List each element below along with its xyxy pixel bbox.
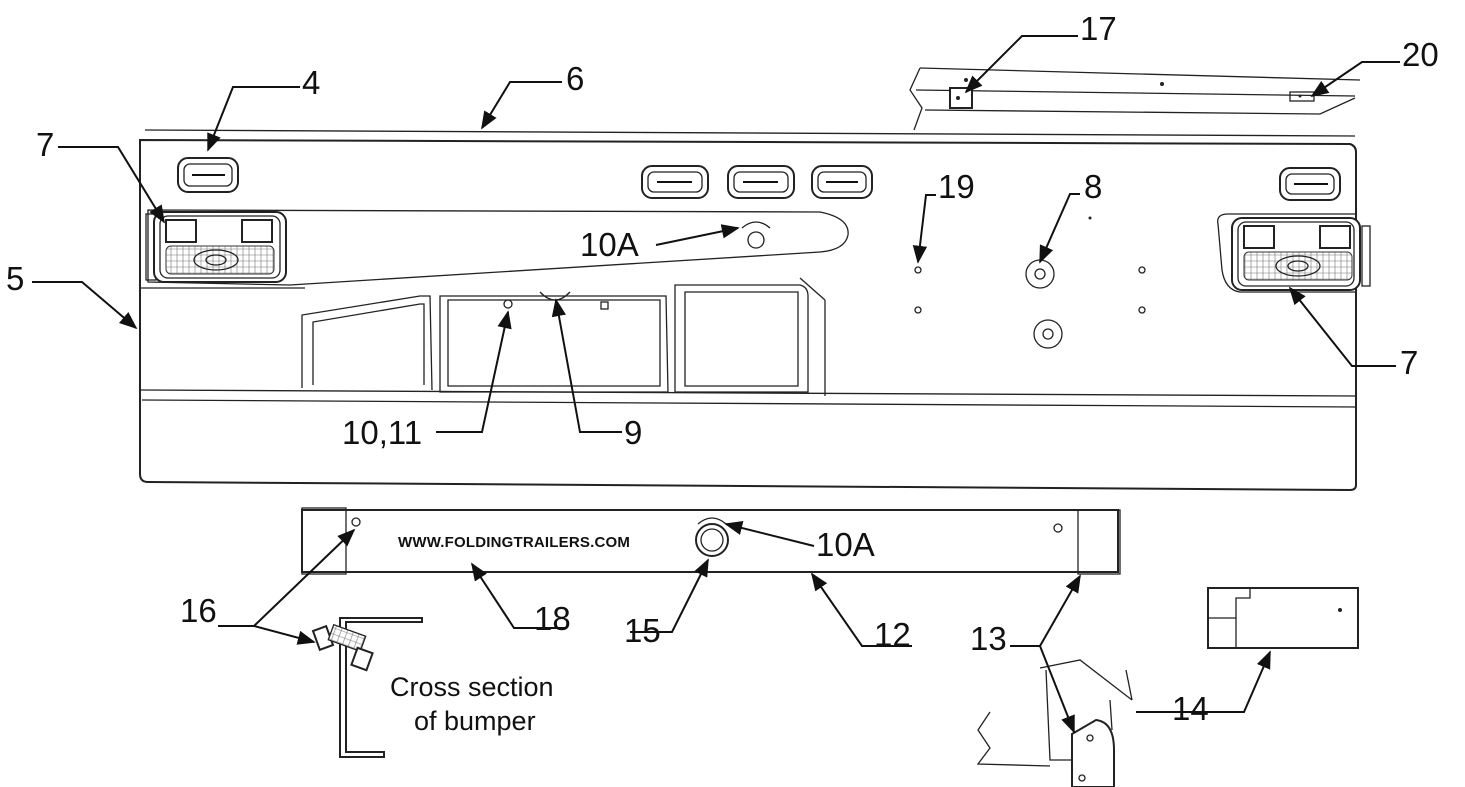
callout-5: 5 bbox=[6, 260, 24, 297]
cross-section-label-line1: Cross section bbox=[390, 672, 554, 702]
tailgate-panel bbox=[139, 129, 1371, 492]
tail-light-right bbox=[1217, 213, 1371, 293]
callout-8: 8 bbox=[1084, 168, 1102, 205]
lower-recess-left bbox=[301, 295, 433, 391]
handle-slot-center-3 bbox=[811, 165, 873, 199]
bumper: WWW.FOLDINGTRAILERS.COM bbox=[301, 507, 1121, 575]
leader-lines bbox=[32, 35, 1400, 734]
callout-16: 16 bbox=[180, 592, 217, 629]
hinge-plate-14 bbox=[1207, 587, 1359, 649]
callout-6: 6 bbox=[566, 60, 584, 97]
handle-slot-left bbox=[177, 157, 239, 193]
callout-4: 4 bbox=[302, 64, 320, 101]
callout-9: 9 bbox=[624, 414, 642, 451]
license-bolt-2 bbox=[1033, 319, 1063, 349]
bumper-website-text: WWW.FOLDINGTRAILERS.COM bbox=[398, 534, 630, 551]
hinge-bracket bbox=[976, 659, 1133, 787]
top-rail bbox=[909, 67, 1361, 131]
callout-18: 18 bbox=[534, 600, 571, 637]
bolt-16 bbox=[311, 623, 374, 672]
cross-section-label-line2: of bumper bbox=[414, 706, 536, 736]
bumper-reflector bbox=[695, 517, 729, 557]
handle-slot-center-1 bbox=[641, 165, 709, 199]
callout-12: 12 bbox=[874, 616, 911, 653]
callout-19: 19 bbox=[938, 168, 975, 205]
reflector-top bbox=[741, 221, 771, 249]
callout-17: 17 bbox=[1080, 10, 1117, 47]
panel-holes bbox=[503, 216, 1146, 314]
handle-slot-right bbox=[1279, 167, 1341, 201]
callout-10-11: 10,11 bbox=[342, 414, 422, 451]
callout-7-right: 7 bbox=[1400, 344, 1418, 381]
callout-13: 13 bbox=[970, 620, 1007, 657]
callout-20: 20 bbox=[1402, 36, 1439, 73]
callout-10a-top: 10A bbox=[580, 226, 639, 263]
lower-recess-right bbox=[674, 284, 809, 393]
callout-10a-bottom: 10A bbox=[816, 526, 875, 563]
bumper-cross-section bbox=[311, 617, 423, 758]
callout-7-left: 7 bbox=[36, 126, 54, 163]
handle-slot-center-2 bbox=[727, 165, 795, 199]
callout-labels: 4 6 17 20 7 5 19 8 10A 7 10,11 9 10A 16 … bbox=[6, 10, 1439, 727]
callout-14: 14 bbox=[1172, 690, 1209, 727]
tail-light-left bbox=[145, 211, 287, 283]
lower-recess-center bbox=[439, 295, 669, 393]
callout-15: 15 bbox=[624, 612, 661, 649]
